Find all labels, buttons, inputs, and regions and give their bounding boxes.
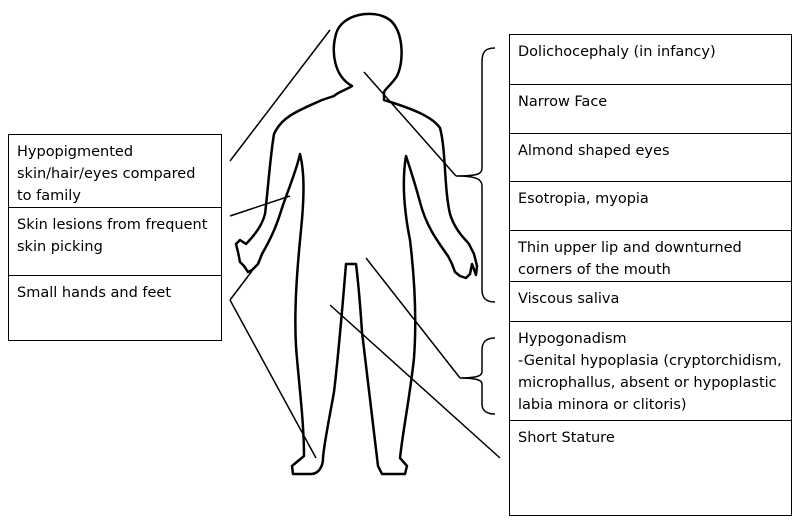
- pointer-line-feet: [229, 299, 317, 459]
- label-hypopigmented: Hypopigmented skin/hair/eyes compared to…: [9, 135, 221, 208]
- label-small-hands-feet: Small hands and feet: [17, 285, 172, 301]
- body-outline: [234, 12, 479, 476]
- genital-bracket: [459, 337, 496, 415]
- label-dolichocephaly: Dolichocephaly (in infancy): [510, 35, 791, 85]
- left-label-box: Hypopigmented skin/hair/eyes compared to…: [8, 134, 222, 341]
- pointer-line-hypopigmented: [229, 29, 331, 162]
- pointer-line-stature: [329, 304, 501, 459]
- pointer-line-skin-lesions: [229, 195, 291, 217]
- label-skin-lesions: Skin lesions from frequent skin picking: [9, 208, 221, 276]
- pointer-line-genital: [365, 257, 461, 379]
- label-viscous-saliva: Viscous saliva: [510, 282, 791, 322]
- pointer-line-head: [363, 71, 457, 177]
- right-label-box: Dolichocephaly (in infancy) Narrow Face …: [509, 34, 792, 516]
- label-hypogonadism: Hypogonadism -Genital hypoplasia (crypto…: [510, 322, 791, 421]
- label-thin-upper-lip: Thin upper lip and downturned corners of…: [510, 231, 791, 282]
- label-short-stature: Short Stature: [518, 430, 615, 446]
- label-narrow-face: Narrow Face: [510, 85, 791, 134]
- pointer-line-hands: [229, 270, 253, 301]
- label-almond-eyes: Almond shaped eyes: [510, 134, 791, 182]
- label-esotropia-myopia: Esotropia, myopia: [510, 182, 791, 231]
